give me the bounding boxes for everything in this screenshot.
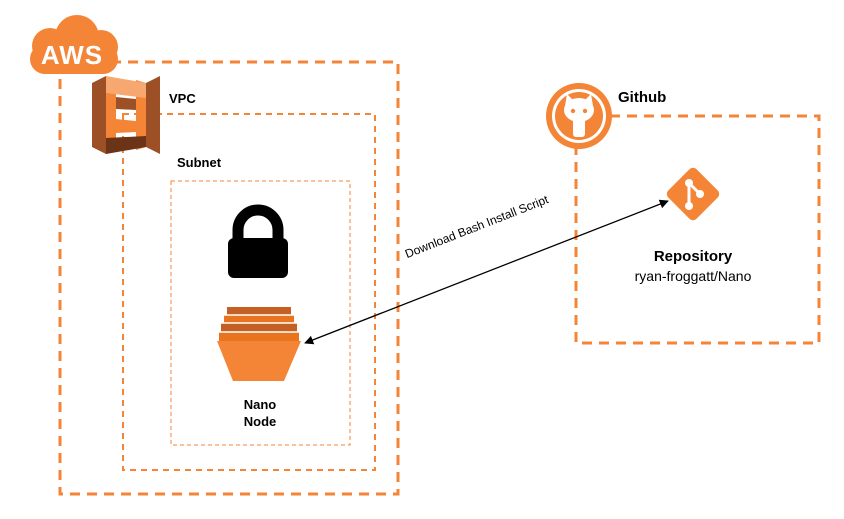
download-arrow — [304, 199, 669, 345]
vpc-icon — [92, 76, 160, 154]
github-octocat-icon — [546, 83, 612, 149]
aws-cloud-icon — [30, 15, 118, 74]
vpc-label: VPC — [169, 91, 196, 106]
github-label: Github — [618, 89, 667, 106]
repository-title: Repository — [653, 248, 733, 265]
node-label-line1: Nano — [243, 397, 277, 412]
repository-name: ryan-froggatt/Nano — [634, 268, 752, 284]
github-boundary — [574, 114, 821, 345]
aws-logo-text: AWS — [40, 40, 104, 70]
nano-node-icon — [217, 307, 301, 381]
node-label-line2: Node — [243, 414, 277, 429]
subnet-label: Subnet — [177, 155, 222, 170]
lock-icon — [228, 204, 288, 278]
git-icon — [666, 167, 720, 221]
